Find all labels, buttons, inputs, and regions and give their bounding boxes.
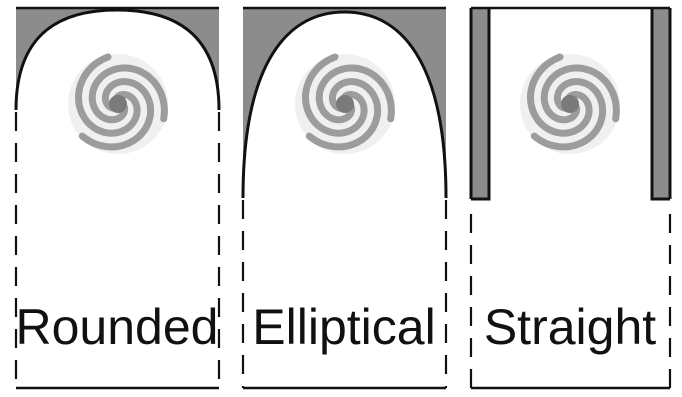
swirl-core xyxy=(109,95,127,113)
label-elliptical: Elliptical xyxy=(252,299,435,355)
straight-right-post xyxy=(652,8,670,199)
swirl-core xyxy=(336,95,354,113)
panel-rounded: Rounded xyxy=(16,8,219,388)
swirl-core xyxy=(561,95,579,113)
swirl-icon xyxy=(520,54,620,154)
panel-straight: Straight xyxy=(471,8,670,388)
straight-left-post xyxy=(471,8,489,199)
panel-elliptical: Elliptical xyxy=(243,8,446,388)
label-rounded: Rounded xyxy=(16,299,219,355)
swirl-icon xyxy=(68,54,168,154)
label-straight: Straight xyxy=(484,299,656,355)
swirl-icon xyxy=(295,54,395,154)
